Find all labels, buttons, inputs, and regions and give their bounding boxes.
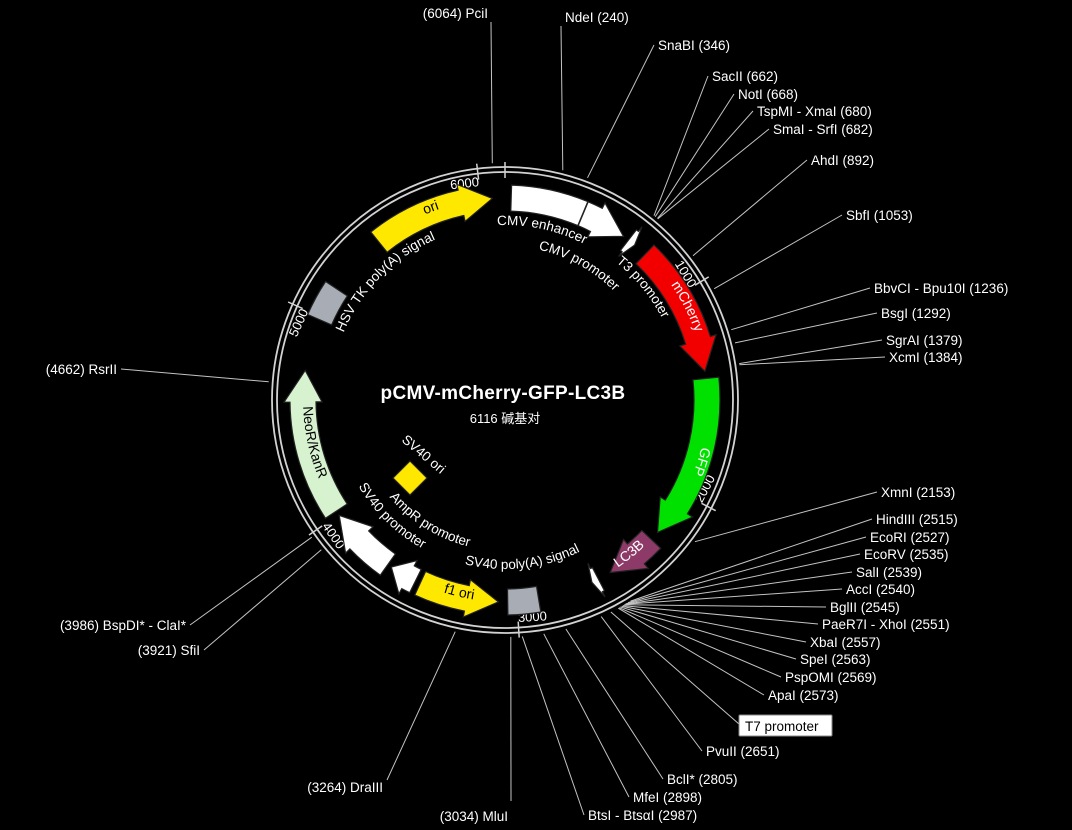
enzyme-label[interactable]: BtsI - BtsαI (2987) (588, 808, 697, 823)
feature-t7-promoter-marker[interactable] (587, 562, 606, 598)
callout-line (120, 368, 269, 383)
callout-line (657, 110, 754, 219)
feature-label-f1-ori: f1 ori (443, 580, 476, 603)
callout-line (734, 312, 878, 344)
position-tick (308, 525, 323, 536)
enzyme-label[interactable]: (3034) MluI (440, 809, 508, 824)
enzyme-label[interactable]: (3921) SfiI (138, 643, 200, 658)
feature-label-cmv-promoter: CMV promoter (538, 238, 623, 294)
enzyme-label[interactable]: EcoRV (2535) (864, 547, 949, 562)
enzyme-label[interactable]: NotI (668) (738, 87, 798, 102)
callout-line (620, 606, 797, 660)
callout-line (625, 571, 853, 605)
callout-line (618, 607, 782, 678)
enzyme-label[interactable]: SmaI - SrfI (682) (773, 122, 873, 137)
callout-line (543, 633, 630, 798)
position-tick (517, 621, 520, 638)
enzyme-label[interactable]: PvuII (2651) (706, 744, 780, 759)
callout-line (490, 21, 493, 164)
enzyme-label[interactable]: AhdI (892) (811, 153, 874, 168)
position-tick (701, 502, 717, 512)
callout-line (692, 159, 808, 257)
enzyme-label[interactable]: SpeI (2563) (800, 652, 871, 667)
enzyme-label[interactable]: SacII (662) (712, 69, 778, 84)
enzyme-label[interactable]: (3264) DraIII (307, 780, 383, 795)
feature-cmv-promoter[interactable] (577, 201, 625, 238)
position-tick (475, 163, 480, 180)
enzyme-label[interactable]: XmnI (2153) (881, 485, 955, 500)
enzyme-label[interactable]: BbvCI - Bpu10I (1236) (874, 281, 1008, 296)
t7-promoter-label-box (738, 714, 833, 737)
feature-gfp[interactable] (656, 376, 721, 534)
enzyme-label[interactable]: XcmI (1384) (889, 350, 963, 365)
callout-line (565, 628, 664, 780)
position-tick-label: 6000 (449, 174, 479, 192)
callout-line (694, 491, 878, 543)
position-tick (287, 301, 304, 310)
callout-line (622, 605, 819, 625)
callout-line (600, 616, 703, 752)
enzyme-label[interactable]: NdeI (240) (565, 10, 629, 25)
feature-neor-kanr[interactable] (282, 369, 349, 520)
callout-line (624, 604, 827, 608)
enzyme-label[interactable]: (4662) RsrII (46, 362, 117, 377)
callout-line (653, 75, 709, 216)
feature-sv40-ori-diamond[interactable] (392, 460, 428, 496)
callout-line (621, 605, 807, 643)
enzyme-label[interactable]: SalI (2539) (856, 565, 922, 580)
enzyme-label[interactable]: MfeI (2898) (633, 790, 702, 805)
callout-line (618, 607, 765, 696)
feature-lc3b[interactable] (609, 529, 662, 574)
enzyme-label[interactable]: BsgI (1292) (881, 306, 951, 321)
feature-f1-ori[interactable] (413, 570, 500, 618)
callout-line (627, 536, 867, 604)
enzyme-label[interactable]: PspOMI (2569) (785, 670, 877, 685)
callout-line (203, 549, 322, 651)
plasmid-size-label: 6116 碱基对 (469, 411, 541, 426)
enzyme-label[interactable]: SnaBI (346) (658, 38, 730, 53)
feature-sv40-polya[interactable] (506, 585, 542, 616)
feature-mcherry[interactable] (635, 244, 718, 373)
enzyme-label[interactable]: BglII (2545) (830, 600, 900, 615)
feature-hsv-tk-polya[interactable] (306, 280, 349, 326)
callout-line (626, 553, 861, 605)
callout-line (521, 636, 585, 816)
feature-ori[interactable] (369, 183, 494, 254)
feature-sv40-promoter[interactable] (338, 514, 397, 577)
enzyme-label[interactable]: HindIII (2515) (876, 512, 958, 527)
callout-line (610, 611, 740, 725)
callout-line (587, 44, 655, 179)
callout-line (739, 339, 883, 365)
callout-line (189, 536, 313, 626)
enzyme-label[interactable]: TspMI - XmaI (680) (757, 104, 872, 119)
callout-line (625, 588, 843, 605)
enzyme-label[interactable]: AccI (2540) (846, 582, 915, 597)
enzyme-label[interactable]: SbfI (1053) (846, 208, 913, 223)
callout-line (657, 128, 770, 220)
callout-line (630, 518, 873, 602)
enzyme-label[interactable]: T7 promoter (745, 719, 819, 734)
enzyme-label[interactable]: ApaI (2573) (768, 688, 839, 703)
feature-ampr-promoter[interactable] (390, 559, 423, 596)
feature-t3-promoter[interactable] (618, 226, 643, 257)
callout-line (654, 93, 735, 217)
enzyme-label[interactable]: BclI* (2805) (667, 772, 738, 787)
enzyme-label[interactable]: (6064) PciI (423, 6, 488, 21)
feature-label-ori: ori (420, 197, 440, 218)
feature-label-sv40-polya: SV40 poly(A) signal (464, 541, 582, 572)
callout-line (386, 631, 456, 781)
enzyme-label[interactable]: SgrAI (1379) (886, 333, 963, 348)
callout-line (731, 287, 871, 331)
enzyme-label[interactable]: (3986) BspDI* - ClaI* (60, 618, 187, 633)
enzyme-label[interactable]: PaeR7I - XhoI (2551) (822, 617, 950, 632)
callout-line (560, 25, 564, 171)
enzyme-label[interactable]: XbaI (2557) (810, 635, 881, 650)
callout-line (713, 214, 843, 290)
position-tick (694, 276, 710, 286)
callout-line (739, 356, 886, 366)
plasmid-title: pCMV-mCherry-GFP-LC3B (380, 383, 626, 404)
enzyme-label[interactable]: EcoRI (2527) (870, 530, 950, 545)
